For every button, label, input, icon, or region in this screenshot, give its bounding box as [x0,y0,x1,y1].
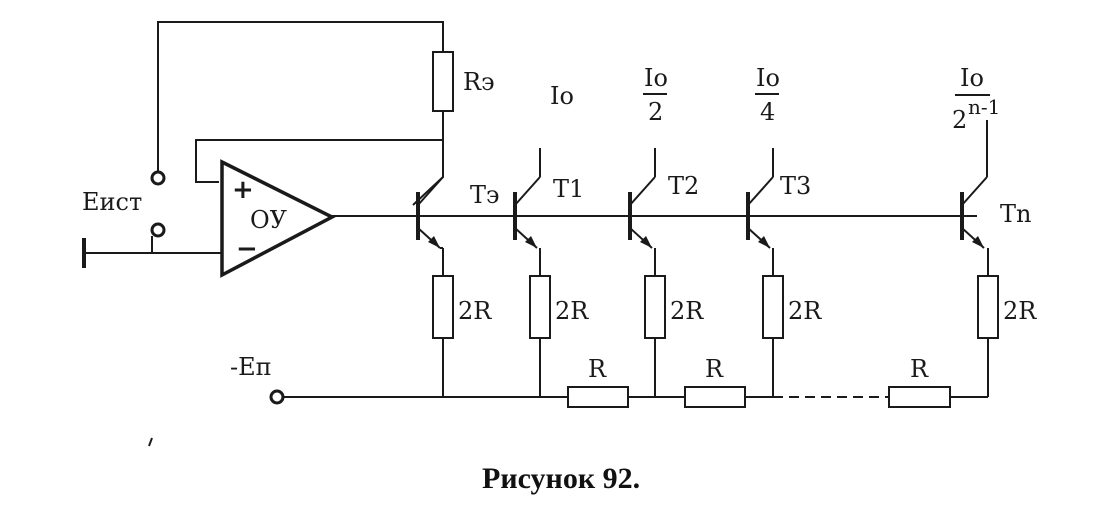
label-r-n: R [910,355,929,383]
source-terminal-bottom[interactable] [150,222,166,238]
wire-re-to-collector [412,111,444,206]
ladder-resistor-2 [684,386,746,408]
transistor-t3 [746,148,784,397]
transistor-t2 [628,148,666,397]
figure-caption: Рисунок 92. [482,462,640,495]
source-terminal-top[interactable] [150,170,166,186]
label-2r-t3: 2R [788,297,822,325]
label-2r-t2: 2R [670,297,704,325]
current-tn-den: 2 [952,106,967,134]
label-2r-tn: 2R [1003,297,1037,325]
label-te: Тэ [470,181,499,209]
transistor-tn [960,120,999,397]
label-source: Еист [82,188,142,216]
ladder-resistor-1 [567,386,629,408]
current-t3-den: 4 [760,98,775,126]
current-tn-num: Iо [960,64,984,92]
feedback-wire-top [157,21,444,172]
label-r-1: R [588,355,607,383]
feedback-wire-plus [195,139,443,183]
current-t3-num: Iо [756,64,780,92]
supply-terminal[interactable] [269,389,285,405]
label-tn: Тn [1000,200,1031,228]
current-t2-num: Iо [644,64,668,92]
label-t2: Т2 [668,172,699,200]
transistor-t1 [513,148,551,397]
transistor-te [416,176,454,397]
label-t1: Т1 [553,175,584,203]
label-re: Rэ [463,68,495,96]
resistor-re [432,51,454,112]
current-tn-den-exp: n-1 [968,95,1000,119]
opamp-plus-sign: + [232,175,254,205]
label-supply: -Еп [230,353,272,381]
label-2r-t1: 2R [555,297,589,325]
current-t2-den: 2 [648,98,663,126]
opamp-label: ОУ [250,206,288,234]
ladder-resistor-n [888,386,951,408]
label-2r-te: 2R [458,297,492,325]
opamp [220,159,336,278]
current-t1: Iо [550,82,574,110]
label-t3: Т3 [780,172,811,200]
opamp-minus-sign: − [236,234,258,264]
label-r-2: R [705,355,724,383]
stray-mark [148,437,153,447]
